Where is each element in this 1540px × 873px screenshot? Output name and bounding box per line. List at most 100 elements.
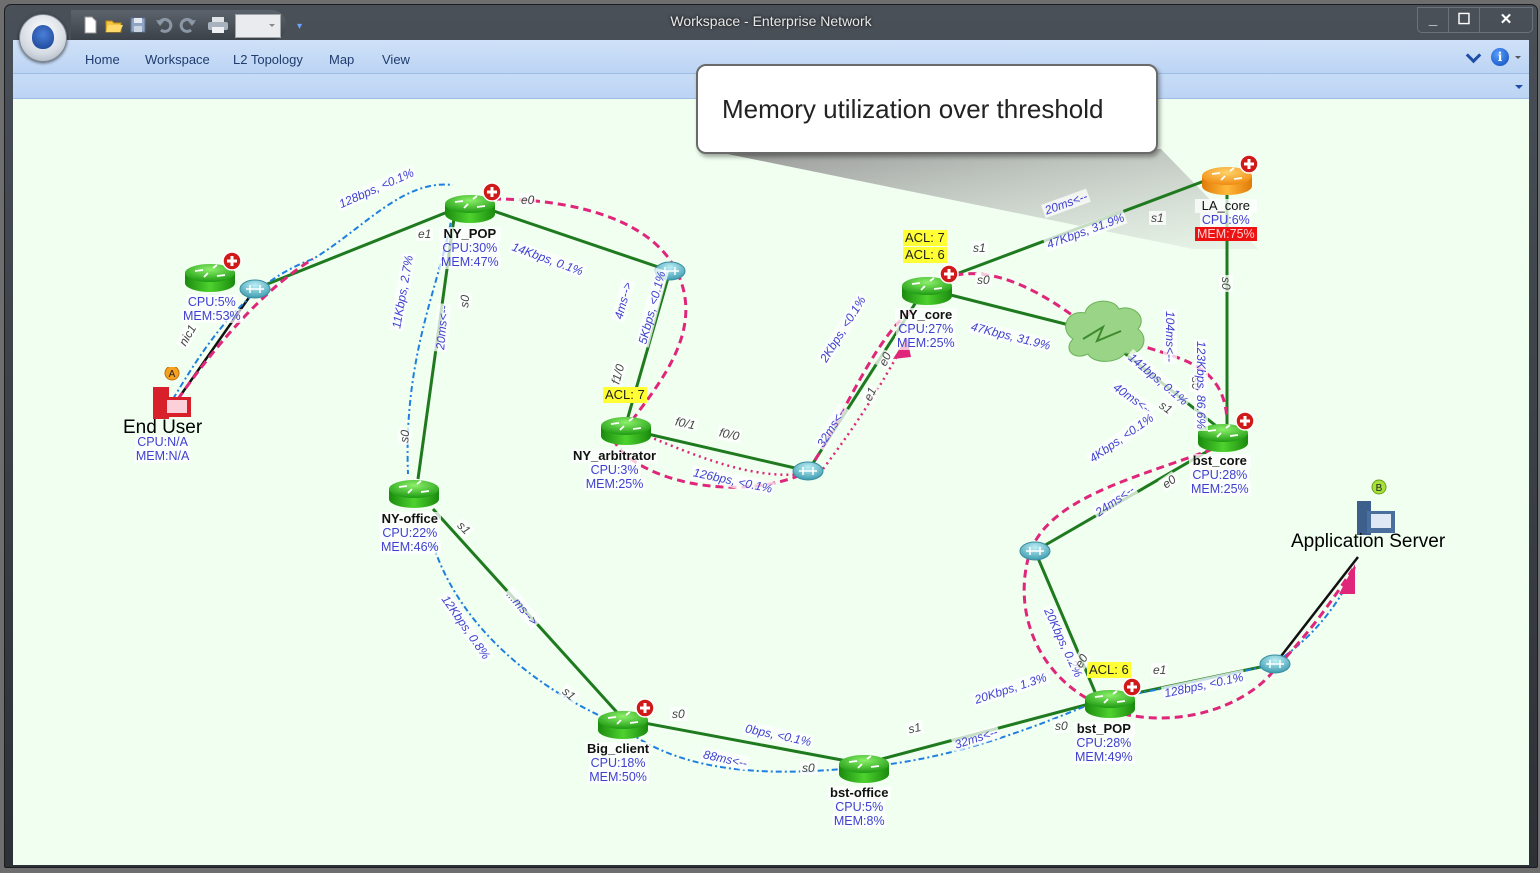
link-label-pop-e1: e1 [1151,663,1169,677]
link-label-office-s0: s0 [397,427,413,446]
minimize-ribbon-icon[interactable] [1465,47,1482,63]
alert-callout: Memory utilization over threshold [696,64,1158,154]
title-bar: Workspace - Enterprise Network ▾ _ ☐ ✕ [5,5,1537,41]
endpoint-badge-a: A [169,369,176,380]
link-label-la-s0: s0 [1219,275,1233,292]
hub-icon [792,461,824,481]
app-window: Workspace - Enterprise Network ▾ _ ☐ ✕ H… [4,4,1538,868]
acl-badge: ACL: 7 [903,230,947,246]
qat-combo-box[interactable] [235,14,281,38]
chevron-down-icon [269,24,275,27]
topology-map [172,149,1359,783]
router-icon-ny-pop[interactable] [445,182,502,223]
save-icon[interactable] [129,16,147,34]
path-seg [172,183,454,400]
alert-plus-icon [1239,154,1259,174]
wan-cloud-icon [1065,300,1145,362]
alert-plus-icon [222,251,242,271]
router-icon-big-client[interactable] [598,698,655,739]
customize-qat-icon[interactable]: ▾ [297,21,303,32]
link-label-la-s1: s1 [1149,211,1166,225]
hubs [239,261,1291,674]
application-server-icon[interactable]: B [1349,479,1405,539]
router-icon-ny-core[interactable] [902,264,959,305]
node-bst-office-label: bst-office CPU:5% MEM:8% [828,785,891,828]
alert-plus-icon [635,698,655,718]
router-icon-ny-office[interactable] [389,480,439,508]
link-label-big-s0: s0 [670,707,687,721]
node-ny-core-label: NY_core CPU:27% MEM:25% [895,307,957,350]
mem-alert-badge[interactable]: MEM:75% [1195,227,1257,241]
hub-icon [1019,541,1051,561]
node-ny-arbitrator-label: NY_arbitrator CPU:3% MEM:25% [571,448,659,491]
undo-icon[interactable] [155,16,173,34]
redo-icon[interactable] [179,16,197,34]
topology-canvas[interactable]: A B End User CPU:N/A MEM:N/A CPU:5% MEM:… [13,99,1529,865]
link-nypop-hub1 [469,201,671,273]
link-label-core-s1: s1 [971,241,988,255]
hub-icon [1259,654,1291,674]
alert-plus-icon [1235,411,1255,431]
node-app-server-label: Application Server [1291,531,1446,552]
acl-badge: ACL: 6 [903,247,947,263]
app-menu-button[interactable] [19,14,67,62]
quick-access-toolbar [71,10,286,40]
minimize-button[interactable]: _ [1428,11,1438,28]
maximize-button[interactable]: ☐ [1448,8,1479,32]
path-seg [176,257,314,400]
link-label-pop-s0: s0 [1053,719,1070,733]
callout-pointer [703,149,1258,249]
link-nycore-cloud [926,287,1094,333]
node-end-user-label: End User CPU:N/A MEM:N/A [123,417,203,463]
end-user-host-icon[interactable]: A [149,367,199,427]
endpoint-badge-b: B [1376,483,1383,494]
window-title: Workspace - Enterprise Network [670,13,872,29]
return-path-dotted [642,348,903,476]
link-enduser-gw [176,288,257,400]
node-gw-router-label: CPU:5% MEM:53% [181,295,243,323]
acl-badge: ACL: 7 [603,387,647,403]
new-document-icon[interactable] [81,16,99,34]
router-icon-gw-router[interactable] [185,251,242,292]
open-folder-icon[interactable] [105,16,123,34]
ribbon-expand-icon[interactable] [1515,85,1523,89]
link-arb-hub2 [625,427,809,473]
router-icon-bst-core[interactable] [1198,411,1255,452]
link-label-nypop-e1: e1 [416,227,434,241]
node-la-core-label: LA_core CPU:6% MEM:75% [1195,198,1257,241]
link-gw-nypop [254,201,471,291]
tab-view[interactable]: View [382,52,410,67]
node-ny-office-label: NY-office CPU:22% MEM:46% [379,511,441,554]
path-seg [617,723,864,773]
window-controls: _ ☐ ✕ [1417,7,1533,33]
app-logo-icon [32,25,54,49]
router-icon-la-core[interactable] [1202,154,1259,195]
link-hub4-appserver [1274,556,1359,665]
alert-plus-icon [482,182,502,202]
link-label-core-s0: s0 [975,273,992,287]
tab-workspace[interactable]: Workspace [145,52,210,67]
close-button[interactable]: ✕ [1479,8,1532,32]
path-seg [1122,568,1355,720]
path-seg [432,543,619,725]
ribbon-right-controls: i [1465,47,1521,66]
router-icon-bst-pop[interactable] [1085,677,1142,718]
print-icon[interactable] [207,16,229,34]
node-bst-core-label: bst_core CPU:28% MEM:25% [1189,453,1251,496]
link-label-la-bst-bw: 123Kbps, 86.6% [1194,339,1208,432]
alert-plus-icon [939,264,959,284]
host-links [176,288,1359,665]
tab-l2-topology[interactable]: L2 Topology [233,52,303,67]
routers [185,154,1259,783]
path-seg [862,698,1104,768]
tab-map[interactable]: Map [329,52,355,67]
node-big-client-label: Big_client CPU:18% MEM:50% [585,741,652,784]
tab-home[interactable]: Home [85,52,120,67]
link-label-nypop-s0: s0 [457,292,473,311]
router-icon-bst-office[interactable] [839,755,889,783]
router-icon-ny-arbitrator[interactable] [601,417,651,445]
node-ny-pop-label: NY_POP CPU:30% MEM:47% [439,226,501,269]
help-dropdown-icon[interactable] [1515,55,1521,59]
hub-icon [239,279,271,299]
help-info-icon[interactable]: i [1491,48,1509,66]
